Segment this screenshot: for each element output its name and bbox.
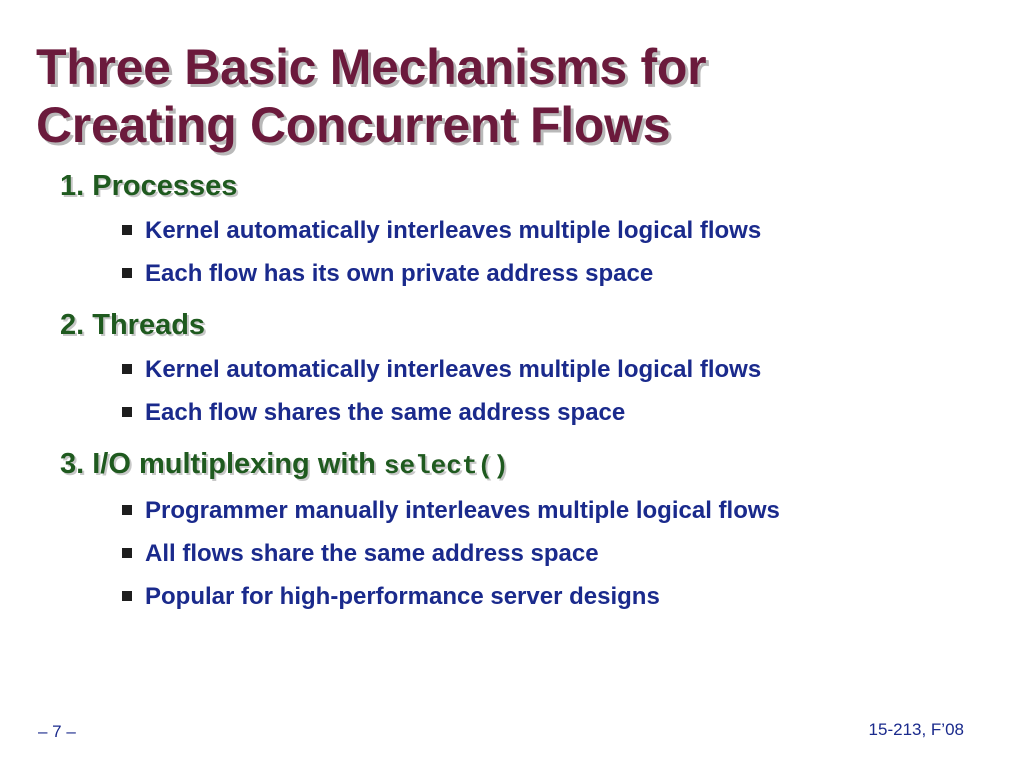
bullet-item: Popular for high-performance server desi… [122, 575, 980, 618]
bullet-item: Kernel automatically interleaves multipl… [122, 209, 980, 252]
bullet-text: Programmer manually interleaves multiple… [145, 497, 780, 524]
section-io-multiplexing: 3. I/O multiplexing with select() Progra… [60, 444, 980, 618]
section-processes: 1. Processes Kernel automatically interl… [60, 166, 980, 295]
square-bullet-icon [122, 548, 132, 558]
section-heading: 2. Threads [60, 309, 206, 341]
slide-title-line-1: Three Basic Mechanisms for [36, 39, 707, 95]
section-heading: 1. Processes [60, 170, 238, 202]
square-bullet-icon [122, 407, 132, 417]
bullet-item: Each flow has its own private address sp… [122, 252, 980, 295]
section-heading-code: select() [383, 451, 509, 481]
slide-title-line-2: Creating Concurrent Flows [36, 97, 671, 153]
bullet-list: Programmer manually interleaves multiple… [60, 489, 980, 618]
bullet-text: Each flow shares the same address space [145, 399, 626, 426]
square-bullet-icon [122, 268, 132, 278]
square-bullet-icon [122, 364, 132, 374]
slide-title: Three Basic Mechanisms for Creating Conc… [36, 38, 707, 154]
slide-content: 1. Processes Kernel automatically interl… [60, 166, 980, 618]
bullet-item: Programmer manually interleaves multiple… [122, 489, 980, 532]
section-heading: 3. I/O multiplexing with select() [60, 444, 980, 486]
square-bullet-icon [122, 505, 132, 515]
square-bullet-icon [122, 225, 132, 235]
bullet-list: Kernel automatically interleaves multipl… [60, 209, 980, 295]
page-number: – 7 – [38, 722, 76, 741]
bullet-text: Kernel automatically interleaves multipl… [145, 217, 762, 244]
bullet-text: Popular for high-performance server desi… [145, 583, 660, 610]
bullet-text: All flows share the same address space [145, 540, 599, 567]
bullet-text: Each flow has its own private address sp… [145, 260, 654, 287]
bullet-item: All flows share the same address space [122, 532, 980, 575]
bullet-item: Each flow shares the same address space [122, 391, 980, 434]
course-label: 15-213, F’08 [868, 720, 964, 739]
section-threads: 2. Threads Kernel automatically interlea… [60, 305, 980, 434]
section-heading-text: 3. I/O multiplexing with [60, 448, 384, 480]
bullet-list: Kernel automatically interleaves multipl… [60, 348, 980, 434]
bullet-item: Kernel automatically interleaves multipl… [122, 348, 980, 391]
bullet-text: Kernel automatically interleaves multipl… [145, 356, 762, 383]
square-bullet-icon [122, 591, 132, 601]
